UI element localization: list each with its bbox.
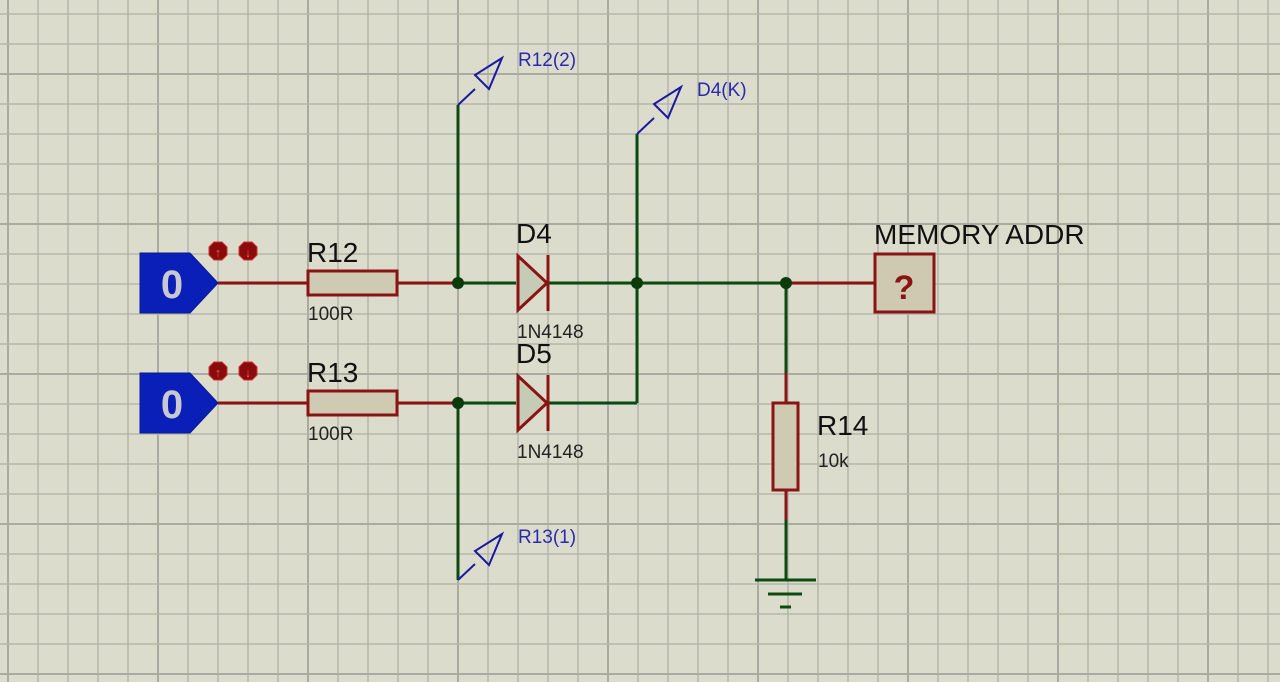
junction-dot xyxy=(452,277,464,289)
logic-state-input-1[interactable]: 0 ↑ ↓ xyxy=(139,241,258,314)
logic-probe-title: MEMORY ADDR xyxy=(874,219,1085,250)
logic-state-value: 0 xyxy=(161,263,183,307)
toggle-up-icon[interactable] xyxy=(208,361,228,381)
toggle-down-icon[interactable] xyxy=(238,241,258,261)
logic-probe-value: ? xyxy=(894,269,915,307)
logic-state-value: 0 xyxy=(161,383,183,427)
component-ref: R13 xyxy=(307,357,358,388)
component-ref: R14 xyxy=(817,410,868,441)
resistor-body[interactable] xyxy=(306,389,399,417)
voltage-probe-r13-1[interactable]: R13(1) xyxy=(457,527,576,581)
probe-stem xyxy=(636,117,655,135)
component-value: 1N4148 xyxy=(517,442,584,463)
resistor-r12[interactable]: R12 100R xyxy=(306,237,399,325)
diode-d5[interactable]: D5 1N4148 xyxy=(516,338,584,463)
component-value: 10k xyxy=(818,451,849,472)
probe-label: R13(1) xyxy=(518,527,576,548)
junction-dot xyxy=(780,277,792,289)
toggle-up-icon[interactable] xyxy=(208,241,228,261)
junction-dot xyxy=(631,277,643,289)
probe-arrow-icon[interactable] xyxy=(473,531,505,567)
logic-state-body[interactable] xyxy=(139,372,219,434)
resistor-body[interactable] xyxy=(771,401,800,492)
arrow-down-icon: ↓ xyxy=(245,245,252,260)
resistor-body[interactable] xyxy=(306,269,399,297)
arrow-up-icon: ↑ xyxy=(215,245,222,260)
probe-stem xyxy=(457,88,476,106)
arrow-up-icon: ↑ xyxy=(215,365,222,380)
toggle-up-button[interactable]: ↑ xyxy=(208,361,228,381)
voltage-probe-d4-k[interactable]: D4(K) xyxy=(636,80,747,135)
diode-body[interactable] xyxy=(516,372,550,434)
component-value: 100R xyxy=(308,424,353,445)
component-value: 100R xyxy=(308,304,353,325)
diode-d4[interactable]: D4 1N4148 xyxy=(516,218,584,343)
logic-state-input-2[interactable]: 0 ↑ ↓ xyxy=(139,361,258,434)
wires xyxy=(218,105,874,580)
probe-arrow-icon[interactable] xyxy=(473,55,505,91)
probe-label: R12(2) xyxy=(518,50,576,71)
component-ref: D5 xyxy=(516,338,552,369)
component-ref: D4 xyxy=(516,218,552,249)
voltage-probe-r12-2[interactable]: R12(2) xyxy=(457,50,576,106)
resistor-r13[interactable]: R13 100R xyxy=(306,357,399,445)
probe-arrow-icon[interactable] xyxy=(652,84,684,120)
toggle-down-button[interactable]: ↓ xyxy=(238,361,258,381)
probe-label: D4(K) xyxy=(697,80,747,101)
junction-dot xyxy=(452,397,464,409)
component-ref: R12 xyxy=(307,237,358,268)
resistor-r14[interactable]: R14 10k xyxy=(771,401,868,492)
probe-stem xyxy=(457,563,476,581)
arrow-down-icon: ↓ xyxy=(245,365,252,380)
toggle-up-button[interactable]: ↑ xyxy=(208,241,228,261)
component-value: 1N4148 xyxy=(517,322,584,343)
ground-symbol[interactable] xyxy=(755,578,816,609)
toggle-down-icon[interactable] xyxy=(238,361,258,381)
logic-probe-memory-addr[interactable]: ? MEMORY ADDR xyxy=(873,219,1085,314)
diode-body[interactable] xyxy=(516,252,550,314)
logic-state-body[interactable] xyxy=(139,252,219,314)
toggle-down-button[interactable]: ↓ xyxy=(238,241,258,261)
logic-probe-body[interactable] xyxy=(873,252,936,314)
